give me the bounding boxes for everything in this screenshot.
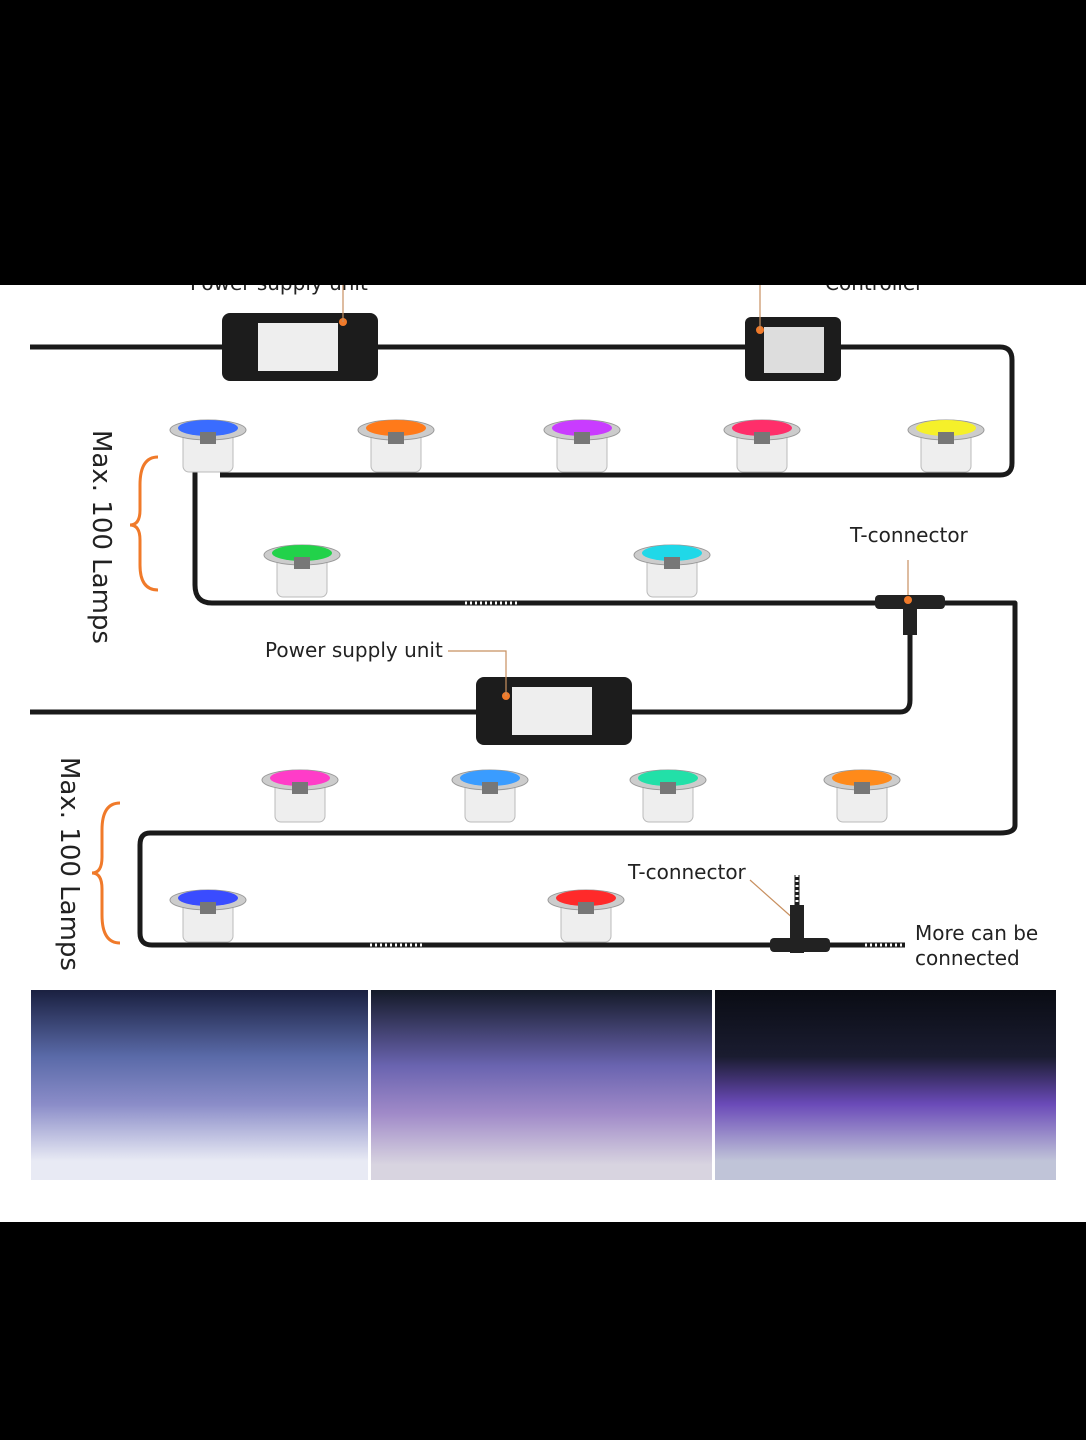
lamp xyxy=(169,889,247,943)
lamp xyxy=(723,419,801,473)
t-connector-label-2: T-connector xyxy=(628,860,746,884)
wire-row1-drop xyxy=(137,460,1018,948)
house-photo-2 xyxy=(371,990,712,1180)
lamp xyxy=(357,419,435,473)
power-supply-label: Power supply unit xyxy=(265,638,443,662)
lamp xyxy=(169,419,247,473)
wiring-diagram: Power supply unit Controller T-connector… xyxy=(0,285,1086,1222)
wire-top xyxy=(30,344,1015,478)
wiring-svg xyxy=(30,285,1018,953)
house-photo-1 xyxy=(31,990,368,1180)
lamp xyxy=(907,419,985,473)
lamp xyxy=(543,419,621,473)
lamp xyxy=(823,769,901,823)
lamp xyxy=(633,544,711,598)
lamp xyxy=(547,889,625,943)
brace-1 xyxy=(129,455,159,592)
controller-label: Controller xyxy=(825,285,923,295)
lamp xyxy=(263,544,341,598)
lamp xyxy=(261,769,339,823)
power-supply-label-cut: Power supply unit xyxy=(190,285,368,295)
lamp xyxy=(629,769,707,823)
house-photo-3 xyxy=(715,990,1056,1180)
more-can-be-connected-label: More can be connected xyxy=(915,921,1038,971)
more-line-2: connected xyxy=(915,946,1020,970)
wire-psu2 xyxy=(30,603,913,715)
brace-2 xyxy=(91,801,121,945)
lamp xyxy=(451,769,529,823)
t-connector-label-1: T-connector xyxy=(850,523,968,547)
max-lamps-label-1: Max. 100 Lamps xyxy=(86,430,116,644)
max-lamps-label-2: Max. 100 Lamps xyxy=(54,757,84,971)
more-line-1: More can be xyxy=(915,921,1039,945)
